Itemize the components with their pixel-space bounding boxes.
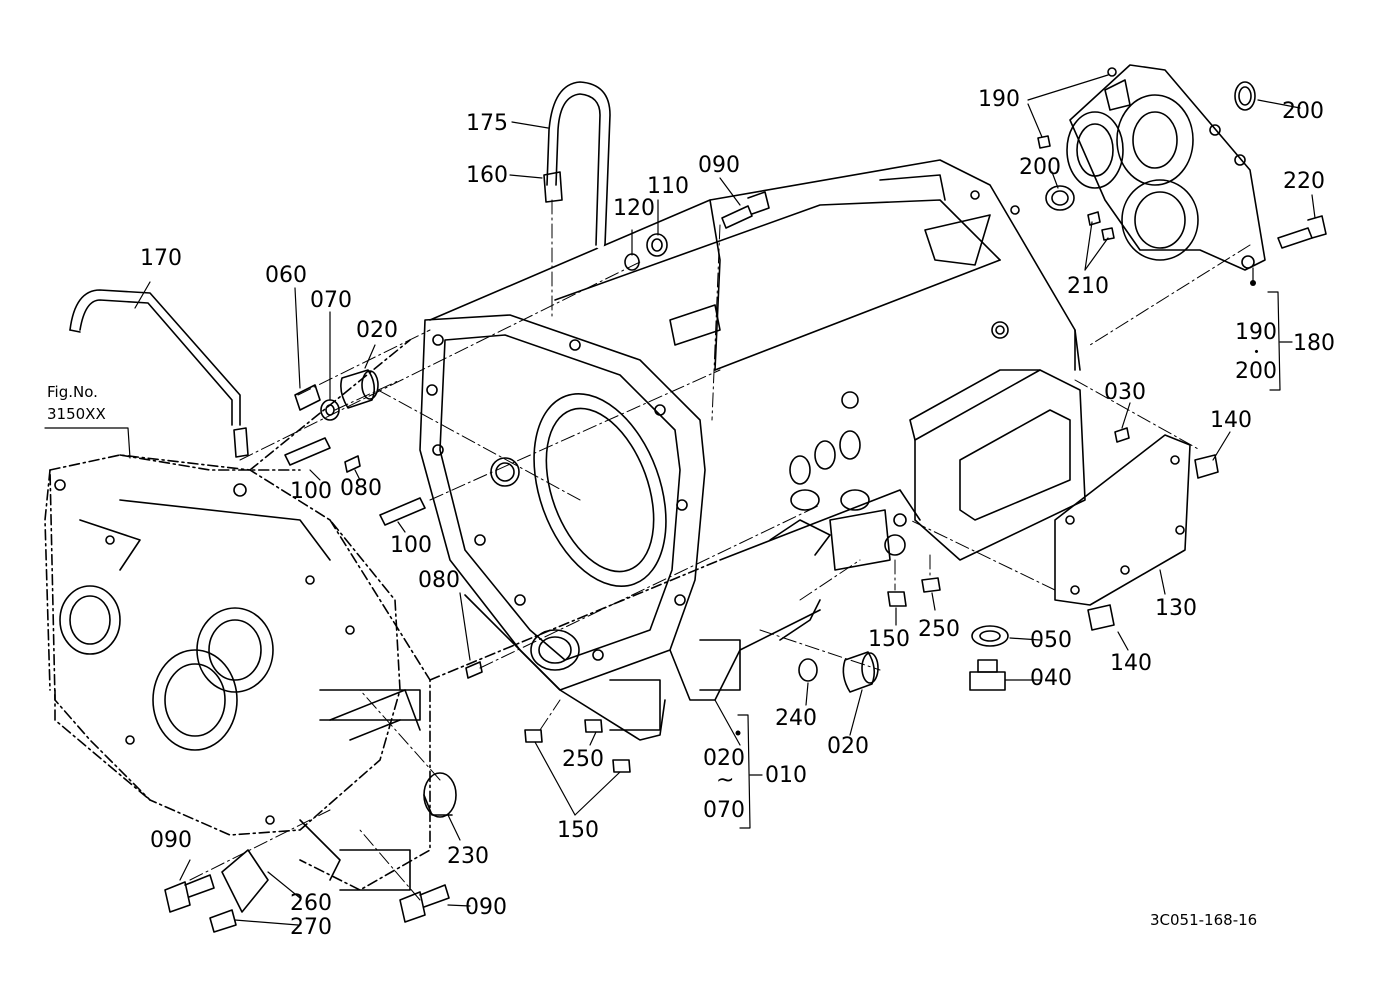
callout-040[interactable]: 040	[1030, 666, 1072, 691]
reference-dots	[735, 280, 1256, 736]
side-cover	[1054, 434, 1191, 606]
callout-100-b[interactable]: 100	[390, 533, 432, 558]
callout-060[interactable]: 060	[265, 263, 307, 288]
callout-130[interactable]: 130	[1155, 596, 1197, 621]
callout-175[interactable]: 175	[466, 111, 508, 136]
callout-250-b[interactable]: 250	[562, 747, 604, 772]
callout-030[interactable]: 030	[1104, 380, 1146, 405]
assembly-180-separator: ・	[1249, 343, 1265, 361]
callout-140-b[interactable]: 140	[1110, 651, 1152, 676]
callout-240[interactable]: 240	[775, 706, 817, 731]
callout-270[interactable]: 270	[290, 915, 332, 940]
range-to[interactable]: 070	[703, 798, 745, 823]
gear-case-reference	[44, 339, 721, 891]
callout-110[interactable]: 110	[647, 174, 689, 199]
callout-140-a[interactable]: 140	[1210, 408, 1252, 433]
callout-260[interactable]: 260	[290, 891, 332, 916]
callout-160[interactable]: 160	[466, 163, 508, 188]
range-from[interactable]: 020	[703, 746, 745, 771]
callout-090-b[interactable]: 090	[465, 895, 507, 920]
figure-ref-line2: 3150XX	[47, 405, 106, 423]
range-tilde: ~	[716, 768, 735, 793]
callout-200-mid[interactable]: 200	[1019, 155, 1061, 180]
callout-200-top[interactable]: 200	[1282, 99, 1324, 124]
callout-190-top[interactable]: 190	[978, 87, 1020, 112]
small-parts	[69, 81, 1219, 933]
assembly-180-part-a[interactable]: 190	[1235, 320, 1277, 345]
leader-lines	[44, 74, 1316, 926]
alignment-lines	[189, 199, 1251, 901]
callout-210[interactable]: 210	[1067, 274, 1109, 299]
callout-150-b[interactable]: 150	[557, 818, 599, 843]
pto-housing	[1037, 64, 1327, 271]
callout-080-a[interactable]: 080	[340, 476, 382, 501]
callout-090-a[interactable]: 090	[150, 828, 192, 853]
transmission-case	[329, 159, 1086, 891]
assembly-180-part-b[interactable]: 200	[1235, 359, 1277, 384]
callout-090-top[interactable]: 090	[698, 153, 740, 178]
callout-120[interactable]: 120	[613, 196, 655, 221]
callout-080-b[interactable]: 080	[418, 568, 460, 593]
callout-010[interactable]: 010	[765, 763, 807, 788]
callout-020-top[interactable]: 020	[356, 318, 398, 343]
gear-case-details	[54, 479, 421, 881]
figure-ref-line1: Fig.No.	[47, 383, 98, 401]
callout-050[interactable]: 050	[1030, 628, 1072, 653]
callout-180[interactable]: 180	[1293, 331, 1335, 356]
callout-250-a[interactable]: 250	[918, 617, 960, 642]
callout-230[interactable]: 230	[447, 844, 489, 869]
callout-070[interactable]: 070	[310, 288, 352, 313]
callout-150-a[interactable]: 150	[868, 627, 910, 652]
callout-220[interactable]: 220	[1283, 169, 1325, 194]
callout-170[interactable]: 170	[140, 246, 182, 271]
callout-020-b[interactable]: 020	[827, 734, 869, 759]
callout-100-a[interactable]: 100	[290, 479, 332, 504]
drawing-code: 3C051-168-16	[1150, 911, 1258, 929]
